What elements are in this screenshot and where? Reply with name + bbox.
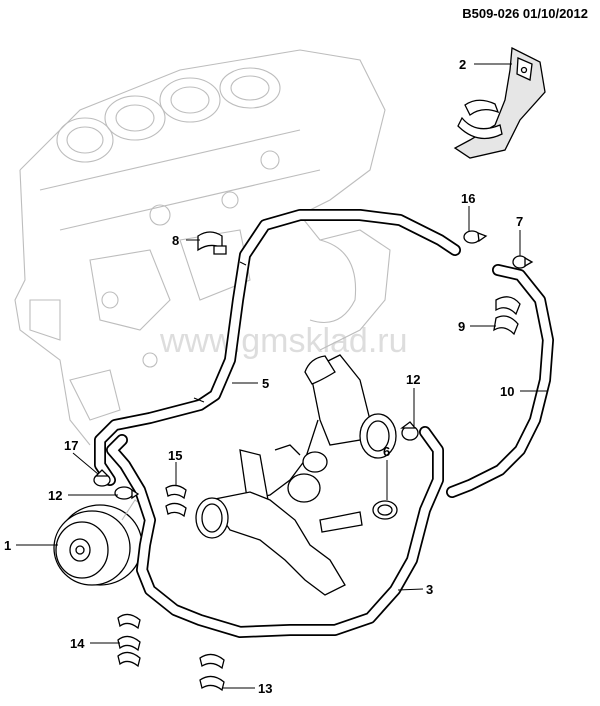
clamp-part-9 bbox=[493, 296, 521, 336]
clamp-part-6 bbox=[372, 500, 398, 520]
callout-12-lower: 12 bbox=[48, 488, 62, 503]
callout-14: 14 bbox=[70, 636, 85, 651]
callout-2: 2 bbox=[459, 57, 466, 72]
clamp-part-15 bbox=[165, 484, 187, 518]
engine-block bbox=[14, 49, 391, 446]
callout-3: 3 bbox=[426, 582, 433, 597]
clamp-part-8 bbox=[197, 231, 227, 255]
diagram-code: B509-026 01/10/2012 bbox=[462, 6, 588, 21]
callout-15: 15 bbox=[168, 448, 182, 463]
callout-8: 8 bbox=[172, 233, 179, 248]
callout-12-upper: 12 bbox=[406, 372, 420, 387]
clamp-part-17 bbox=[93, 469, 111, 487]
callout-5: 5 bbox=[262, 376, 269, 391]
clamp-part-12-upper bbox=[400, 421, 419, 441]
callout-9: 9 bbox=[458, 319, 465, 334]
callout-1: 1 bbox=[4, 538, 11, 553]
leader-lines bbox=[16, 63, 547, 689]
bracket-part-2 bbox=[453, 46, 546, 159]
watermark-text: www.gmsklad.ru bbox=[159, 322, 408, 360]
callout-16: 16 bbox=[461, 191, 475, 206]
callout-7: 7 bbox=[516, 214, 523, 229]
clamp-part-14 bbox=[117, 613, 141, 668]
clamp-part-12-lower bbox=[114, 486, 140, 500]
callout-labels: 2 1 3 5 6 7 8 9 10 12 12 13 14 15 16 17 bbox=[4, 57, 523, 696]
clamp-part-7 bbox=[512, 255, 534, 269]
callout-6: 6 bbox=[383, 444, 390, 459]
callout-10: 10 bbox=[500, 384, 514, 399]
callout-13: 13 bbox=[258, 681, 272, 696]
callout-17: 17 bbox=[64, 438, 78, 453]
thermostat-housing bbox=[195, 354, 397, 596]
clamp-part-13 bbox=[199, 653, 225, 692]
clamp-part-16 bbox=[463, 230, 488, 244]
pulley-part-1 bbox=[53, 499, 151, 586]
